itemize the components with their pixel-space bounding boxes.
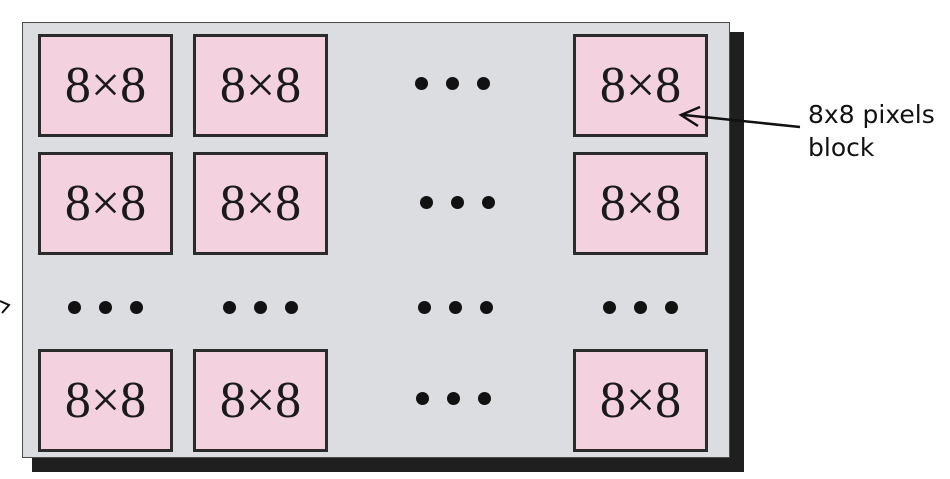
block-r2-c2: 8×8 [193,152,328,255]
dot [68,300,81,314]
dot [603,300,616,314]
block-r1-c1: 8×8 [38,34,173,137]
ellipsis-r2-c3 [390,182,525,222]
partial-left-arrowhead [0,300,11,314]
block-r2-c4: 8×8 [573,152,708,255]
dot [480,300,493,314]
dot [420,195,433,209]
ellipsis-r3-c2 [193,287,328,327]
block-r4-c4: 8×8 [573,349,708,452]
dot [451,195,464,209]
callout-arrow-line [683,113,801,129]
block-r4-c1: 8×8 [38,349,173,452]
dot [634,300,647,314]
block-r2-c1: 8×8 [38,152,173,255]
ellipsis-r3-c3 [388,287,523,327]
ellipsis-r4-c3 [386,378,521,418]
ellipsis-r3-c4 [573,287,708,327]
callout-label-line2: block [808,133,875,162]
dot [665,300,678,314]
callout-label: 8x8 pixels block [808,98,935,164]
dot [99,300,112,314]
dot [416,391,429,405]
ellipsis-r1-c3 [385,63,520,103]
dot [477,76,490,90]
dot [130,300,143,314]
block-r4-c2: 8×8 [193,349,328,452]
ellipsis-r3-c1 [38,287,173,327]
dot [223,300,236,314]
dot [447,391,460,405]
dot [446,76,459,90]
callout-arrowhead [678,105,701,128]
block-r1-c4: 8×8 [573,34,708,137]
callout-label-line1: 8x8 pixels [808,100,935,129]
dot [254,300,267,314]
dot [478,391,491,405]
dot [482,195,495,209]
dot [285,300,298,314]
block-r1-c2: 8×8 [193,34,328,137]
dot [418,300,431,314]
dot [415,76,428,90]
dot [449,300,462,314]
